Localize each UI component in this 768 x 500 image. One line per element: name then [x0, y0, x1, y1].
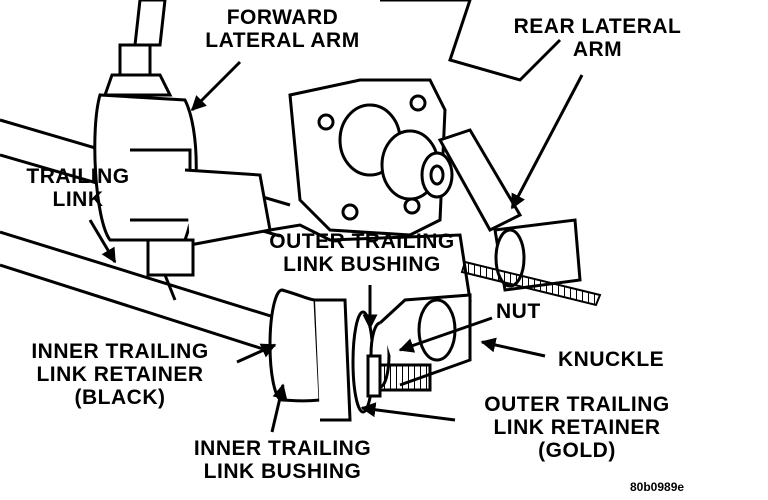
label-rear-lateral-arm: REAR LATERAL ARM	[513, 15, 682, 61]
forward-lateral-arm-shape	[93, 0, 272, 301]
rear-lateral-arm-shape	[437, 128, 582, 292]
threaded-rod	[460, 260, 602, 307]
leader-arrows	[88, 60, 584, 433]
label-outer-trailing-link-retainer: OUTER TRAILING LINK RETAINER (GOLD)	[484, 393, 670, 462]
label-knuckle: KNUCKLE	[558, 348, 665, 371]
label-outer-trailing-link-bushing: OUTER TRAILING LINK BUSHING	[269, 230, 455, 276]
knuckle-casting	[269, 0, 562, 302]
label-nut: NUT	[496, 300, 541, 323]
label-inner-trailing-link-retainer: INNER TRAILING LINK RETAINER (BLACK)	[31, 340, 209, 409]
label-inner-trailing-link-bushing: INNER TRAILING LINK BUSHING	[193, 437, 372, 483]
figure-code: 80b0989e	[630, 480, 685, 494]
label-forward-lateral-arm: FORWARD LATERAL ARM	[205, 6, 360, 52]
label-trailing-link: TRAILING LINK	[26, 165, 130, 211]
inner-bushing-assembly	[268, 288, 352, 422]
